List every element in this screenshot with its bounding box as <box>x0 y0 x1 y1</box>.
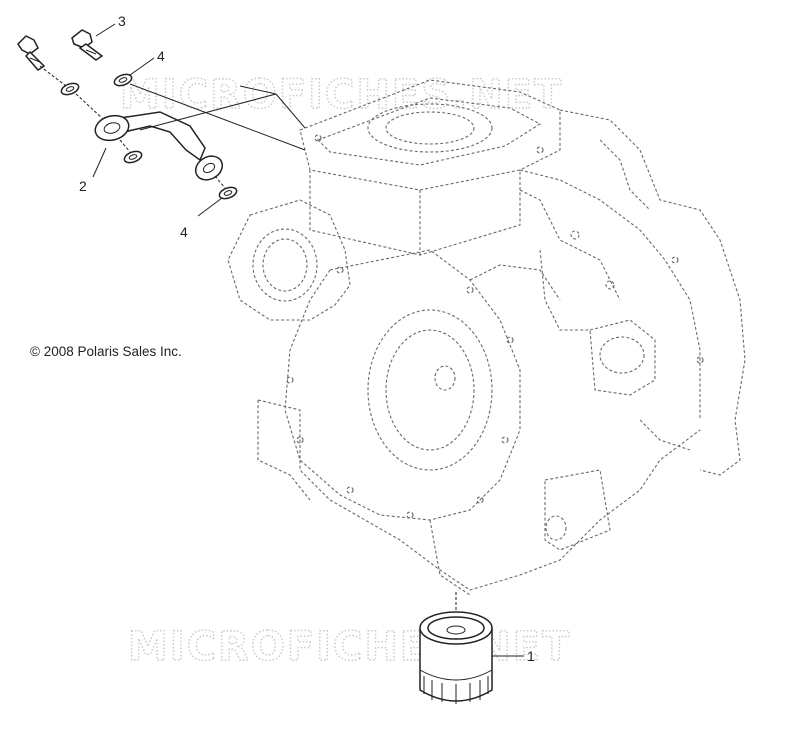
engine-block <box>227 79 746 596</box>
oil-filter <box>419 592 493 704</box>
banjo-bolt-upper-right <box>71 29 104 61</box>
callout-2: 2 <box>79 178 87 194</box>
callout-4-top: 4 <box>157 48 165 64</box>
sealing-washer-4 <box>218 186 238 200</box>
oil-line-tube <box>94 111 224 181</box>
sealing-washer-3 <box>123 150 143 164</box>
watermark-top: MICROFICHES.NET <box>120 72 563 118</box>
banjo-bolt-upper-left <box>17 35 46 71</box>
callout-3: 3 <box>118 13 126 29</box>
assembly-lines <box>39 65 306 189</box>
sealing-washer-2 <box>113 73 133 87</box>
callout-4-bottom: 4 <box>180 224 188 240</box>
watermark-bottom: MICROFICHES.NET <box>128 624 571 670</box>
copyright-notice: © 2008 Polaris Sales Inc. <box>30 344 182 359</box>
callout-1: 1 <box>527 648 535 664</box>
callouts: 1 2 3 4 4 <box>79 13 535 664</box>
